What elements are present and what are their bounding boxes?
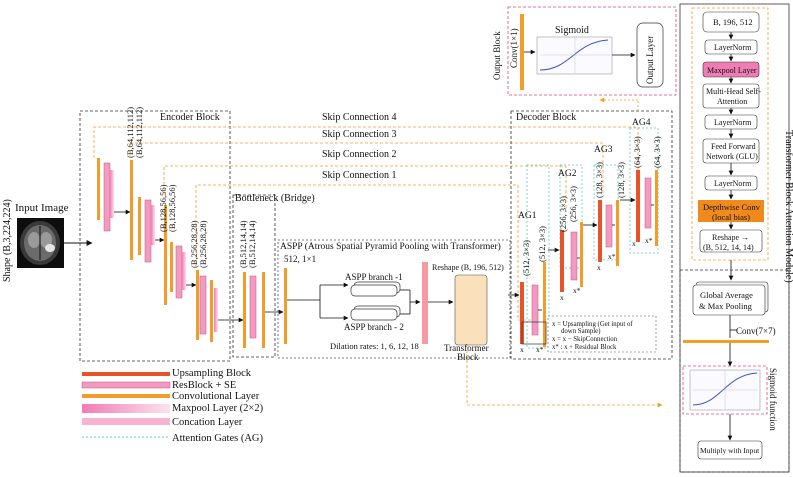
ag-label-1: AG1 [518,211,537,221]
mark-xs-4: x* [645,236,653,245]
decoder-note-4: x* : x + Residual Block [552,344,617,351]
tm-step-mhsa-2: Attention [717,97,747,106]
dec-dim-6: (128, 3×3) [616,162,626,198]
aspp-block: ASPP (Atrous Spatial Pyramid Pooling wit… [277,239,511,362]
transformer-module-title: Transformer Block Attention Module) [783,130,793,283]
bottleneck-title: Bottleneck (Bridge) [235,193,315,204]
legend: Upsampling Block ResBlock + SE Convoluti… [81,368,264,444]
input-shape-label: Shape (B,3,224,224) [2,199,13,282]
tm-step-layernorm-3: LayerNorm [714,179,752,188]
sm-pool-2: & Max Pooling [699,301,753,311]
tm-step-layernorm-2: LayerNorm [714,118,752,127]
sm-pool-1: Global Average [700,290,753,300]
aspp-reshape: Reshape (B, 196, 512) [432,263,504,272]
output-block-title: Output Block [492,31,502,80]
encoder-title: Encoder Block [160,112,220,123]
bottleneck-block: Bottleneck (Bridge) (B,512,14,14) (B,512… [232,193,315,358]
bottleneck-label-1: (B,512,14,14) [238,220,248,268]
encoder-label-5: (B,256,28,28) [189,220,199,268]
tm-step-ffn-2: Network (GLU) [706,152,758,161]
output-block: Output Block Conv(1×1) Sigmoid Output La… [492,6,677,96]
aspp-dilation: Dilation rates: 1, 6, 12, 18 [330,341,419,351]
aspp-conv-label: 512, 1×1 [284,254,316,264]
ag-label-3: AG3 [594,145,613,155]
dec-dim-2: (512, 3×3) [537,226,547,262]
legend-upsampling: Upsampling Block [172,368,252,379]
aspp-branch-2: ASPP branch - 2 [344,322,404,332]
tm-step-reshape-2: (B, 512, 14, 14) [703,243,754,252]
sm-conv: Conv(7×7) [736,326,776,336]
skip-connection-2: Skip Connection 2 [322,149,396,160]
skip-connection-1: Skip Connection 1 [322,170,396,181]
tm-step-dwconv-2: (local bias) [712,212,750,222]
ag-label-2: AG2 [558,169,577,179]
mark-x-2: x [560,293,564,302]
dec-dim-8: (64, 3×3) [652,136,662,168]
mark-xs-2: x* [573,286,581,295]
legend-resblock: ResBlock + SE [172,380,236,391]
decoder-title: Decoder Block [516,112,576,123]
tm-step-mhsa-1: Multi-Head Self- [706,87,761,96]
tm-step-maxpool: Maxpool Layer [707,66,757,75]
decoder-note-3: x = x − SkipConnection [552,336,618,343]
tm-step-dwconv-1: Depthwise Conv [703,202,761,212]
decoder-note-2: down Sample) [561,328,600,335]
ag-label-4: AG4 [632,118,651,128]
sm-sigmoid: Sigmoid function [768,368,778,431]
mark-x-1: x [520,345,524,354]
sm-multiply: Multiply with Input [700,446,760,455]
encoder-label-4: (B,128,56,56) [167,184,177,232]
decoder-block: Decoder Block AG1 AG2 AG3 AG4 (512, 3×3)… [508,97,673,360]
tm-step-ffn-1: Feed Forward [711,142,756,151]
encoder-label-2: (B,64,112,112) [134,107,144,158]
dec-dim-4: (256, 3×3) [568,186,578,222]
output-layer-label: Output Layer [645,36,655,84]
legend-attention: Attention Gates (AG) [172,433,263,444]
output-sigmoid-title: Sigmoid [555,25,589,36]
mark-x-3: x [597,263,601,272]
mark-xs-3: x* [608,252,616,261]
bottleneck-label-2: (B,512,14,14) [247,220,257,268]
skip-connection-3: Skip Connection 3 [322,129,396,140]
tm-step-input: B, 196, 512 [713,17,753,27]
transformer-label-2: Block [457,352,479,362]
mark-xs-1: x* [536,345,544,354]
skip-connection-4: Skip Connection 4 [322,112,396,123]
output-conv-label: Conv(1×1) [509,28,519,68]
encoder-label-6: (B,256,28,28) [198,220,208,268]
legend-maxpool: Maxpool Layer (2×2) [172,403,264,414]
tm-step-layernorm-1: LayerNorm [714,43,752,52]
dec-dim-7: (64, 3×3) [632,136,642,168]
decoder-note-1: x = Upsampling (Get input of [552,321,633,328]
skip-connections: Skip Connection 4 Skip Connection 3 Skip… [93,112,639,321]
legend-concat: Concation Layer [172,417,243,428]
input-section: Shape (B,3,224,224) Input Image [2,199,93,282]
aspp-branch-1: ASPP branch -1 [345,272,403,282]
encoder-frame [79,110,231,362]
tm-step-reshape-1: Reshape → [712,233,749,242]
output-sigmoid-plot [536,36,613,75]
encoder-block: Encoder Block (B,64,112,112) (B,64,112,1… [79,107,244,362]
decoder-note-box [547,315,657,353]
aspp-title: ASPP (Atrous Spatial Pyramid Pooling wit… [280,241,501,252]
mark-x-4: x [632,239,636,248]
brain-mri-image [17,218,64,268]
dec-dim-5: (128, 3×3) [594,162,604,198]
encoder-label-3: (B,128,56,56) [158,184,168,232]
spatial-attention-module: Global Average & Max Pooling Conv(7×7) S… [679,269,790,473]
transformer-block-box [454,274,488,346]
legend-conv: Convolutional Layer [172,391,260,402]
encoder-label-1: (B,64,112,112) [125,107,135,158]
input-title: Input Image [15,202,69,214]
sm-sigmoid-plot [689,369,761,411]
transformer-label: Transformer [444,343,489,353]
dec-dim-1: (512, 3×3) [521,240,531,276]
dec-dim-3: (256, 3×3) [558,196,568,232]
transformer-module: Transformer Block Attention Module) B, 1… [679,3,793,473]
